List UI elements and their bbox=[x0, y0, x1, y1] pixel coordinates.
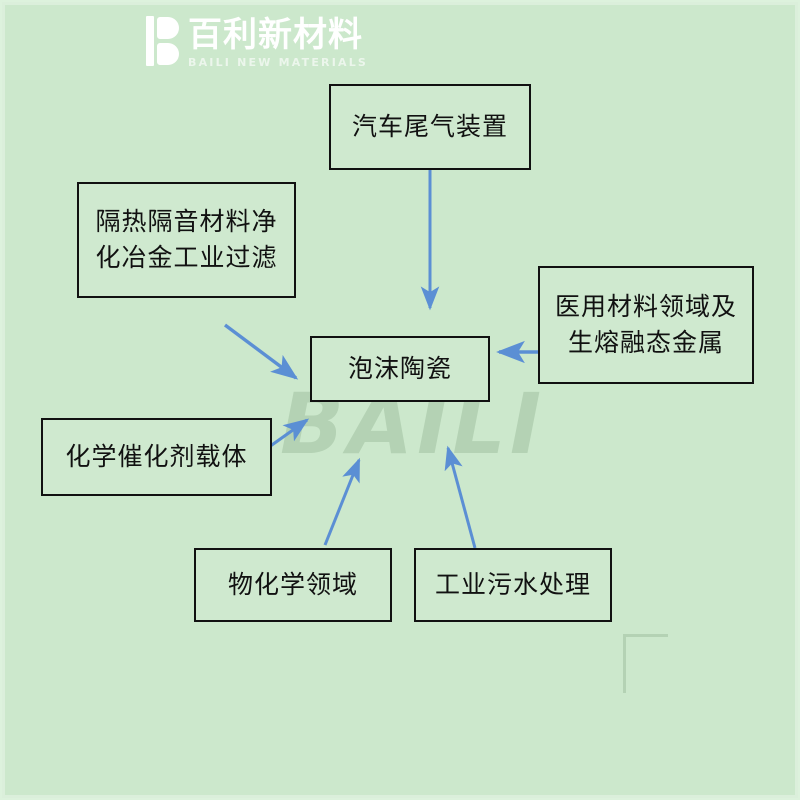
logo-b-mark-icon bbox=[146, 16, 180, 66]
node-physchem[interactable]: 物化学领域 bbox=[194, 548, 392, 622]
node-insulation[interactable]: 隔热隔音材料净 化冶金工业过滤 bbox=[77, 182, 296, 298]
node-wastewater-label: 工业污水处理 bbox=[434, 570, 591, 599]
logo-text-block: 百利新材料 BAILI NEW MATERIALS bbox=[188, 16, 368, 70]
node-center-label: 泡沫陶瓷 bbox=[347, 354, 452, 383]
arrow-physchem-to-center bbox=[323, 457, 361, 546]
arrow-wastewater-to-center bbox=[444, 445, 477, 549]
node-auto-exhaust[interactable]: 汽车尾气装置 bbox=[329, 84, 531, 170]
node-insulation-label-line2: 化冶金工业过滤 bbox=[95, 243, 278, 272]
node-physchem-label: 物化学领域 bbox=[227, 570, 358, 599]
node-medical[interactable]: 医用材料领域及 生熔融态金属 bbox=[538, 266, 754, 384]
node-auto-exhaust-label: 汽车尾气装置 bbox=[351, 112, 508, 141]
node-medical-label-line1: 医用材料领域及 bbox=[554, 292, 737, 321]
corner-bracket-mark bbox=[623, 634, 668, 693]
arrow-insulation-to-center bbox=[223, 323, 299, 380]
node-insulation-label-line1: 隔热隔音材料净 bbox=[95, 207, 278, 236]
logo-chinese-name: 百利新材料 bbox=[188, 15, 363, 55]
node-center-foam-ceramics[interactable]: 泡沫陶瓷 bbox=[310, 336, 490, 402]
node-catalyst[interactable]: 化学催化剂载体 bbox=[41, 418, 272, 496]
node-catalyst-label: 化学催化剂载体 bbox=[65, 442, 248, 471]
node-medical-label-line2: 生熔融态金属 bbox=[567, 328, 724, 357]
logo-english-name: BAILI NEW MATERIALS bbox=[188, 56, 369, 69]
node-wastewater[interactable]: 工业污水处理 bbox=[414, 548, 612, 622]
company-logo: 百利新材料 BAILI NEW MATERIALS bbox=[146, 16, 366, 78]
